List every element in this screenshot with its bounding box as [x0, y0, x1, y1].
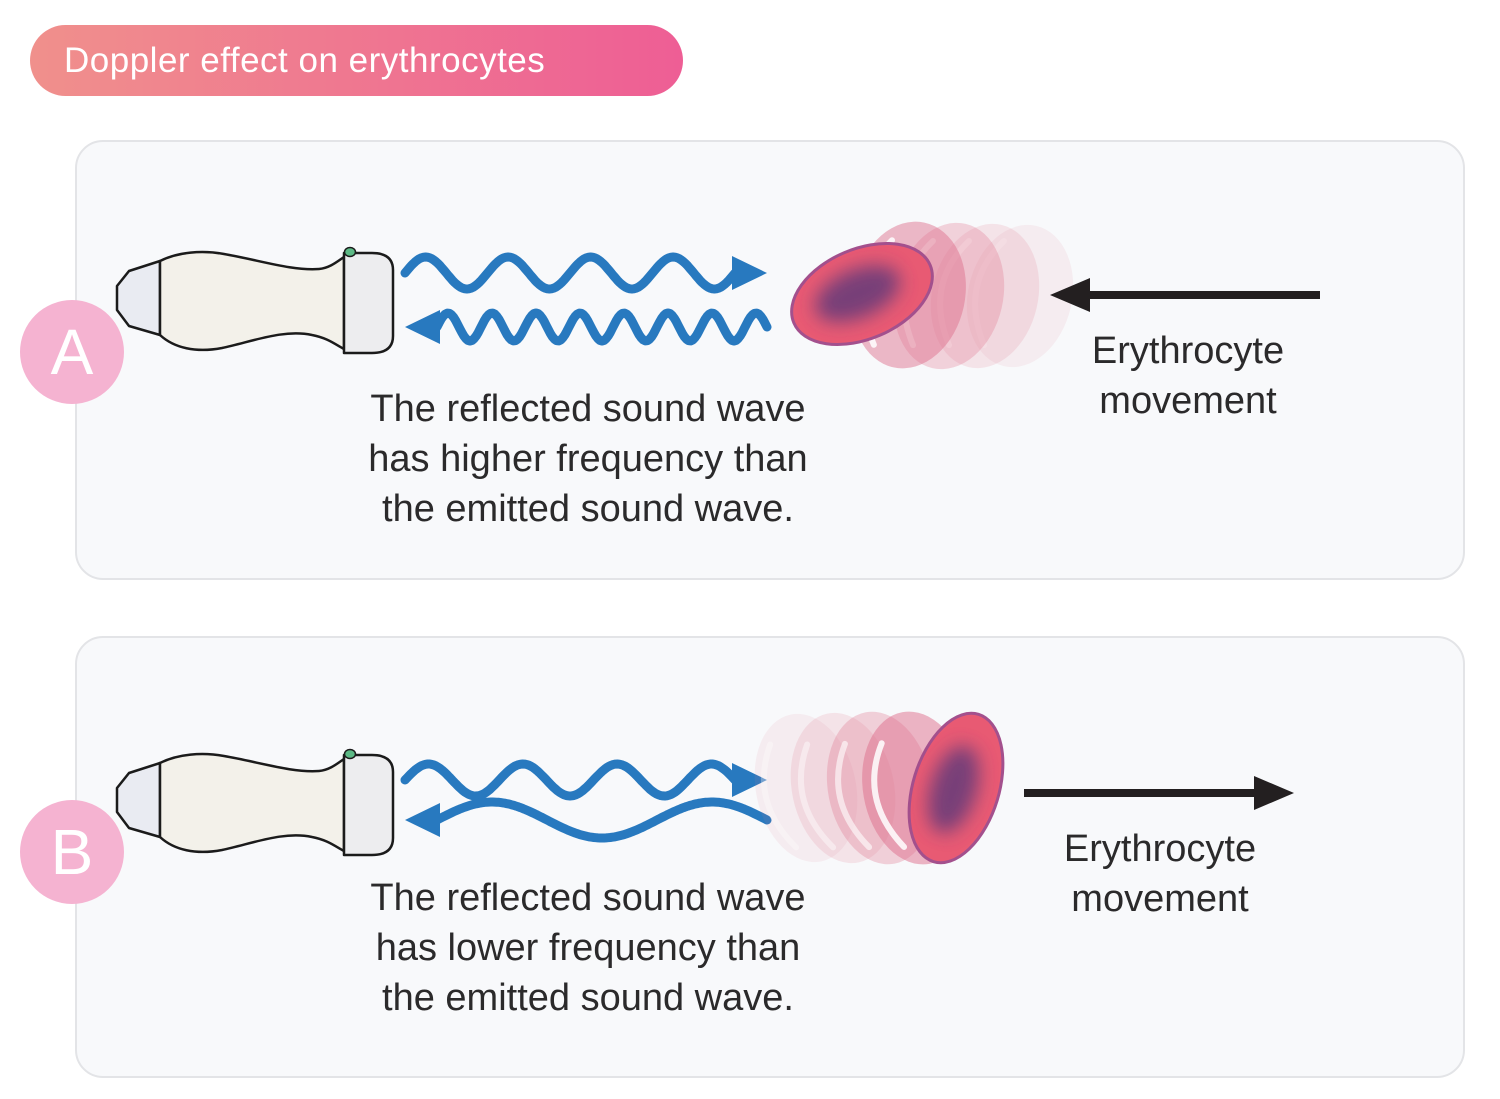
panel-b-label: B — [50, 816, 94, 888]
emitted-wave-icon — [400, 252, 767, 294]
caption-line: The reflected sound wave — [370, 877, 806, 919]
page-title: Doppler effect on erythrocytes — [64, 40, 546, 80]
caption-line: the emitted sound wave. — [382, 488, 794, 530]
movement-label: Erythrocyte movement — [1010, 824, 1310, 924]
movement-label: Erythrocyte movement — [1038, 326, 1338, 426]
panel-b-caption: The reflected sound wave has lower frequ… — [328, 873, 848, 1023]
movement-arrow-left-icon — [1050, 278, 1320, 312]
movement-label-line: Erythrocyte — [1063, 828, 1257, 870]
title-banner: Doppler effect on erythrocytes — [30, 25, 683, 96]
ultrasound-probe-icon — [115, 246, 395, 355]
erythrocyte-icon — [754, 711, 1005, 865]
panel-a-label: A — [50, 316, 94, 388]
caption-line: has lower frequency than — [375, 927, 801, 969]
caption-line: The reflected sound wave — [370, 388, 806, 430]
movement-label-line: Erythrocyte — [1091, 330, 1285, 372]
probe-indicator-light — [343, 748, 357, 760]
panel-a-badge: A — [20, 300, 124, 404]
panel-a — [75, 140, 1465, 580]
ultrasound-probe-icon — [115, 748, 395, 857]
panel-a-caption: The reflected sound wave has higher freq… — [328, 384, 848, 534]
movement-arrow-right-icon — [1024, 776, 1294, 810]
movement-label-line: movement — [1071, 878, 1249, 920]
caption-line: the emitted sound wave. — [382, 977, 794, 1019]
emitted-wave-icon — [400, 759, 767, 801]
probe-indicator-light — [343, 246, 357, 258]
erythrocyte-icon — [790, 221, 1074, 370]
panel-b-badge: B — [20, 800, 124, 904]
reflected-wave-icon — [405, 797, 772, 843]
reflected-wave-icon — [405, 308, 772, 346]
movement-label-line: movement — [1099, 380, 1277, 422]
panel-b — [75, 636, 1465, 1078]
caption-line: has higher frequency than — [368, 438, 808, 480]
